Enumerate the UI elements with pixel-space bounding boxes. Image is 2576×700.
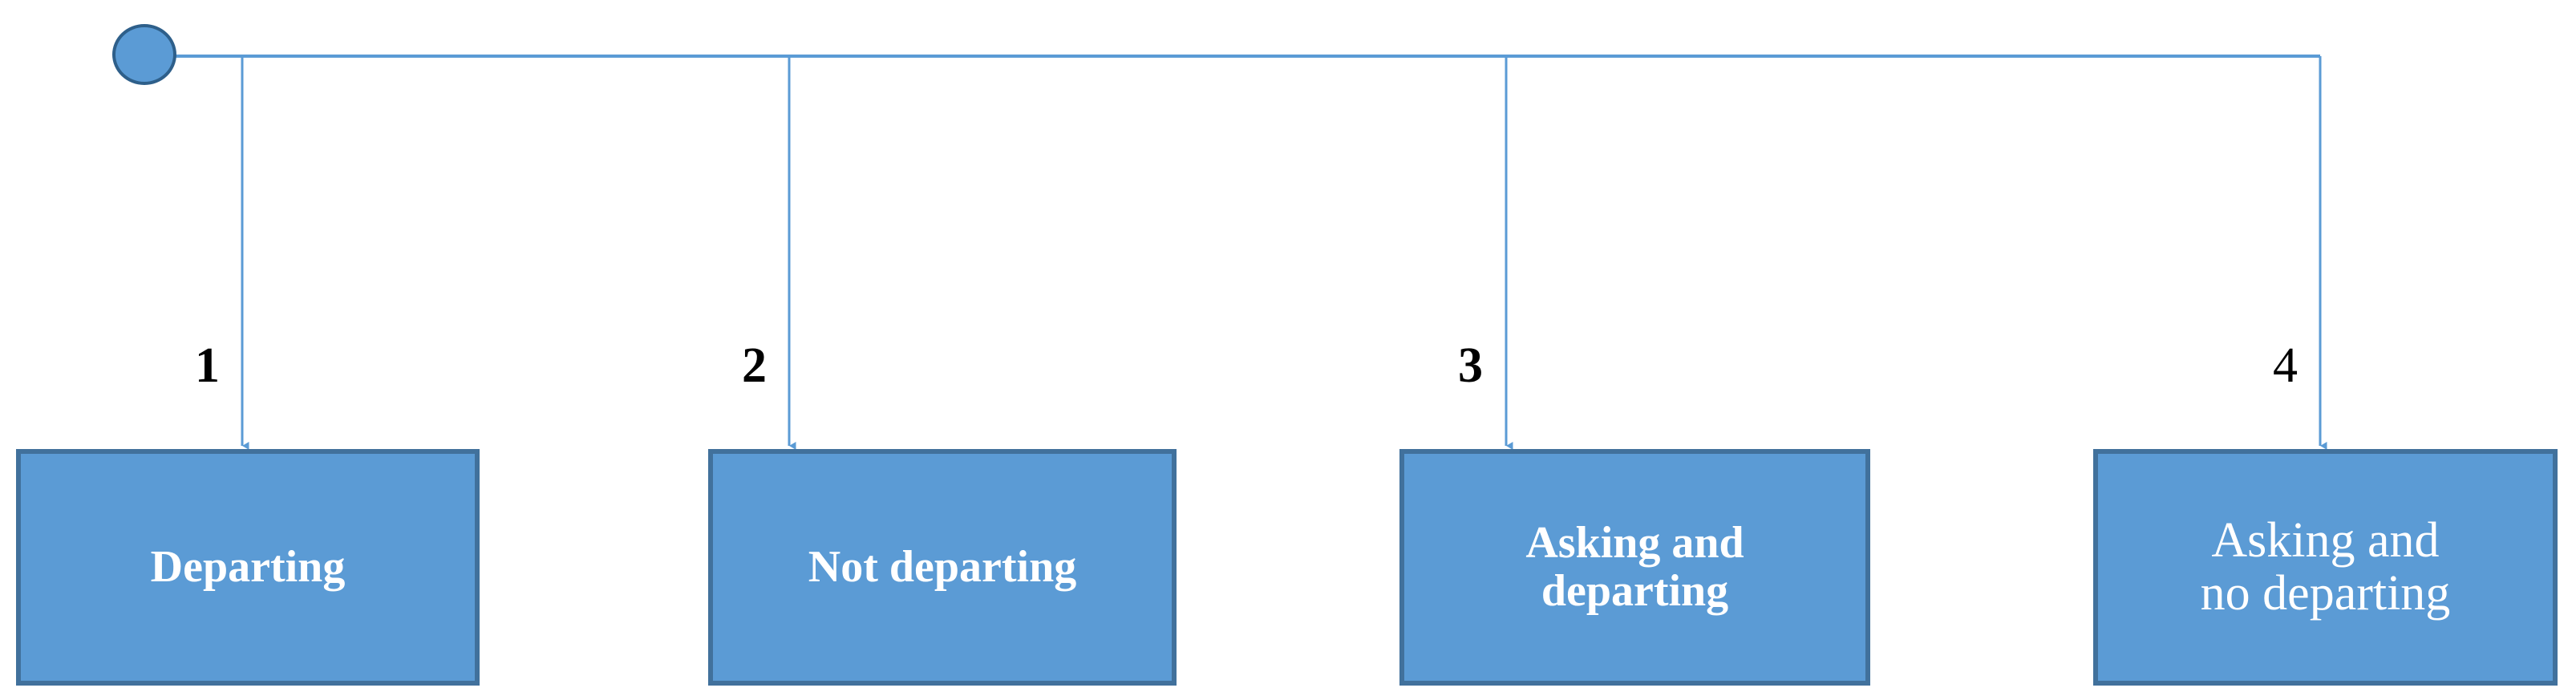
outcome-box-label: Asking and no departing xyxy=(2200,512,2451,621)
outcome-box-label: Asking and departing xyxy=(1525,518,1744,616)
outcome-box-label: Not departing xyxy=(808,541,1077,592)
branch-number-3: 3 xyxy=(1458,338,1483,393)
outcome-box-label: Departing xyxy=(150,541,346,592)
outcome-box-asking-and-departing[interactable]: Asking and departing xyxy=(1399,449,1870,686)
start-node[interactable] xyxy=(112,24,176,85)
branch-number-4: 4 xyxy=(2273,338,2298,393)
branch-number-1: 1 xyxy=(195,338,220,393)
outcome-box-departing[interactable]: Departing xyxy=(16,449,480,686)
branch-number-2: 2 xyxy=(742,338,767,393)
outcome-box-asking-and-no-departing[interactable]: Asking and no departing xyxy=(2093,449,2558,686)
outcome-box-not-departing[interactable]: Not departing xyxy=(708,449,1177,686)
